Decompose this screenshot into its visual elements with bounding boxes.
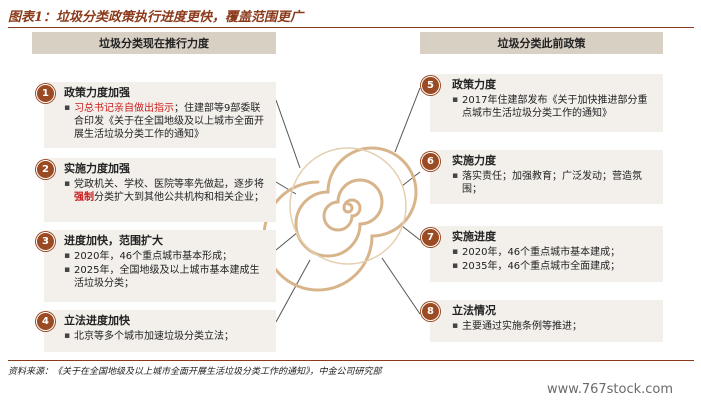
bullet: 习总书记亲自做出指示；住建部等9部委联合印发《关于在全国地级及以上城市全面开展生… [64,102,268,141]
watermark: www.767stock.com [547,382,674,397]
connector-6 [401,171,421,187]
bullet: 党政机关、学校、医院等率先做起，逐步将强制分类扩大到其他公共机构和相关企业； [64,178,268,204]
card-title: 实施力度加强 [64,162,130,175]
card-title: 进度加快，范围扩大 [64,234,163,247]
badge-3: 3 [36,232,55,251]
figure-title: 图表1：垃圾分类政策执行进度更快，覆盖范围更广 [8,10,304,25]
bullet-highlight: 习总书记亲自做出指示 [74,103,174,114]
bullet: 落实责任；加强教育；广泛发动；营造氛围； [452,170,655,196]
connector-2 [275,181,297,195]
bullet-highlight: 强制 [74,192,94,203]
right-card-8: 立法情况 主要通过实施条例等推进； [430,300,663,342]
card-title: 实施力度 [452,154,496,167]
badge-6: 6 [421,152,440,171]
bullet: 2035年，46个重点城市全面建成； [452,260,655,273]
left-card-2: 实施力度加强 党政机关、学校、医院等率先做起，逐步将强制分类扩大到其他公共机构和… [44,158,276,222]
card-title: 立法情况 [452,304,496,317]
badge-5: 5 [421,76,440,95]
bullet-text: 分类扩大到其他公共机构和相关企业； [94,192,264,203]
bullet: 主要通过实施条例等推进； [452,320,655,333]
left-card-1: 政策力度加强 习总书记亲自做出指示；住建部等9部委联合印发《关于在全国地级及以上… [44,82,276,148]
card-title: 政策力度 [452,78,496,91]
right-section-header: 垃圾分类此前政策 [420,32,663,54]
bullet: 2025年，全国地级及以上城市基本建成生活垃圾分类； [64,264,268,290]
card-title: 立法进度加快 [64,314,130,327]
bullet-text: 党政机关、学校、医院等率先做起，逐步将 [74,179,264,190]
left-card-4: 立法进度加快 北京等多个城市加速垃圾分类立法； [44,310,276,352]
source-rule [8,360,694,361]
card-title: 实施进度 [452,230,496,243]
right-header-label: 垃圾分类此前政策 [497,37,586,50]
right-card-6: 实施力度 落实责任；加强教育；广泛发动；营造氛围； [430,150,663,204]
bullet: 2017年住建部发布《关于加快推进部分重点城市生活垃圾分类工作的通知》 [452,94,655,120]
bullet: 2020年，46个重点城市基本形成； [64,250,268,263]
badge-4: 4 [36,312,55,331]
connector-4 [275,259,311,323]
right-card-7: 实施进度 2020年，46个重点城市基本建成； 2035年，46个重点城市全面建… [430,226,663,282]
bullet: 北京等多个城市加速垃圾分类立法； [64,330,268,343]
card-title: 政策力度加强 [64,86,130,99]
right-card-5: 政策力度 2017年住建部发布《关于加快推进部分重点城市生活垃圾分类工作的通知》 [430,74,663,132]
connector-1 [275,99,301,169]
title-rule [8,27,694,28]
bullet: 2020年，46个重点城市基本建成； [452,246,655,259]
badge-2: 2 [36,160,55,179]
left-card-3: 进度加快，范围扩大 2020年，46个重点城市基本形成； 2025年，全国地级及… [44,230,276,302]
connector-5 [394,87,421,153]
badge-1: 1 [36,84,55,103]
connector-8 [381,257,421,315]
connector-3 [275,231,299,251]
source-note: 资料来源：《关于在全国地级及以上城市全面开展生活垃圾分类工作的通知》，中金公司研… [8,367,382,377]
badge-7: 7 [421,228,440,247]
left-header-label: 垃圾分类现在推行力度 [99,37,209,50]
left-section-header: 垃圾分类现在推行力度 [32,32,276,54]
badge-8: 8 [421,302,440,321]
bullet-text: ；住建部等9部委联合印发《关于在全国地级及以上城市全面开展生活垃圾分类工作的通知… [74,103,264,140]
connector-7 [401,225,421,241]
